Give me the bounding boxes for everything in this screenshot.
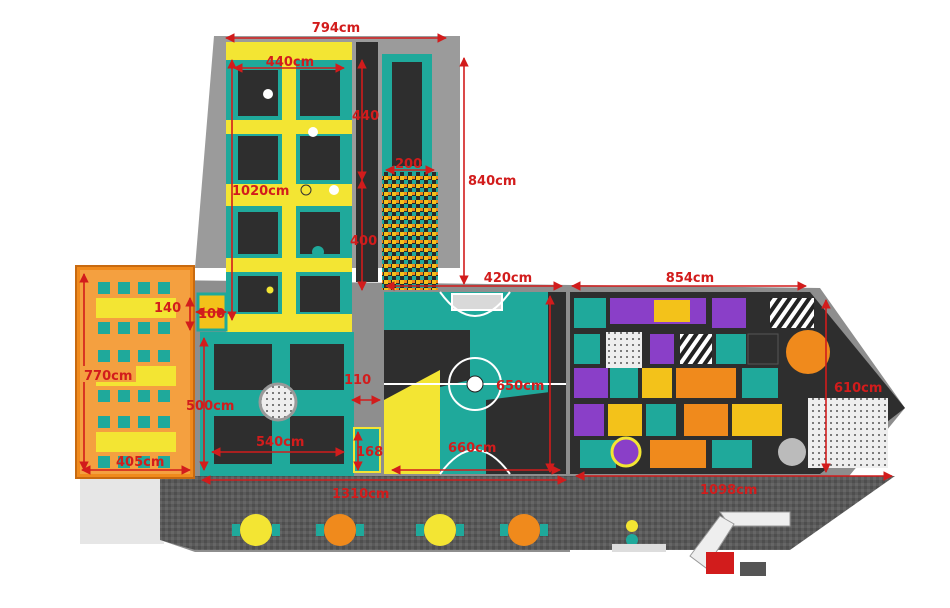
dim-softplay-side: 610cm: [834, 381, 882, 396]
dim-dodge-width: 540cm: [256, 435, 304, 450]
cafe-tables: [232, 514, 666, 552]
dim-party-width: 405cm: [116, 455, 164, 470]
dim-total-width: 1310cm: [332, 487, 389, 502]
dim-ballpit-width: 200: [395, 157, 422, 172]
ball-pit: [382, 172, 438, 290]
dim-top-width: 794cm: [312, 21, 360, 36]
spinning-target: [258, 382, 298, 422]
dim-court-side: 650cm: [496, 379, 544, 394]
dim-lane-length: 440: [352, 109, 379, 124]
trampoline-beds: [238, 70, 340, 312]
dim-trampoline-width: 440cm: [266, 55, 314, 70]
dimension-labels: 794cm 440cm 440 1020cm 200 400 840cm 420…: [82, 18, 882, 502]
dim-party-length: 770cm: [84, 369, 132, 384]
dim-tower-height: 840cm: [468, 174, 516, 189]
dim-court-width: 420cm: [484, 271, 532, 286]
dim-trampoline-length: 1020cm: [232, 184, 289, 199]
dim-softplay-bottom: 1098cm: [700, 483, 757, 498]
party-chairs: [98, 282, 170, 468]
dim-softplay-width: 854cm: [666, 271, 714, 286]
dim-ballpit-length: 400: [350, 234, 377, 249]
dim-small-gap: 168: [356, 445, 383, 460]
dim-gap-width: 110: [344, 373, 371, 388]
main-trampoline-court: [226, 42, 352, 332]
dim-step-width: 100: [198, 307, 225, 322]
dim-step-height: 140: [154, 301, 181, 316]
lane-trampoline: [382, 54, 432, 172]
dim-court-length: 660cm: [448, 441, 496, 456]
reception-counter: [689, 511, 791, 576]
dim-dodge-length: 500cm: [186, 399, 234, 414]
